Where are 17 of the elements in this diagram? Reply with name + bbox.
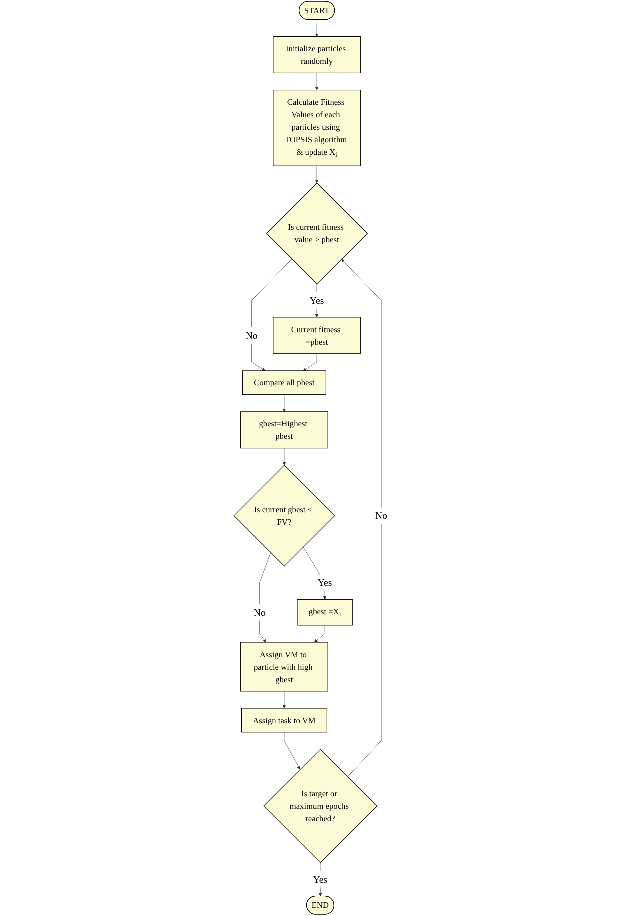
node-diamond: Is current fitness value > pbest [266, 182, 368, 284]
edge-label: No [254, 607, 266, 618]
edge-label: Yes [313, 874, 328, 886]
edge-label: Yes [310, 295, 324, 306]
node-diamond: Is current gbest < FV? [234, 465, 336, 567]
node-box: Initialize particles randomly [273, 36, 361, 74]
node-box: Assign VM to particle with high gbest [240, 642, 328, 692]
node-box: Calculate Fitness Values of each particles using TOPSIS algorithm & update X$_{i}$ [273, 90, 361, 166]
node-box: gbest =X$_{i}$ [297, 599, 353, 626]
node-box: Assign task to VM [241, 708, 328, 733]
node-box: gbest=Highest pbest [240, 412, 328, 449]
node-diamond: Is target or maximum epochs reached? [264, 749, 378, 864]
edge-label: Yes [318, 577, 332, 588]
node-box: Current fitness =pbest [273, 317, 361, 354]
edge-label: No [246, 330, 258, 342]
node-box: Compare all pbest [242, 370, 326, 396]
edge-label: No [375, 510, 388, 522]
